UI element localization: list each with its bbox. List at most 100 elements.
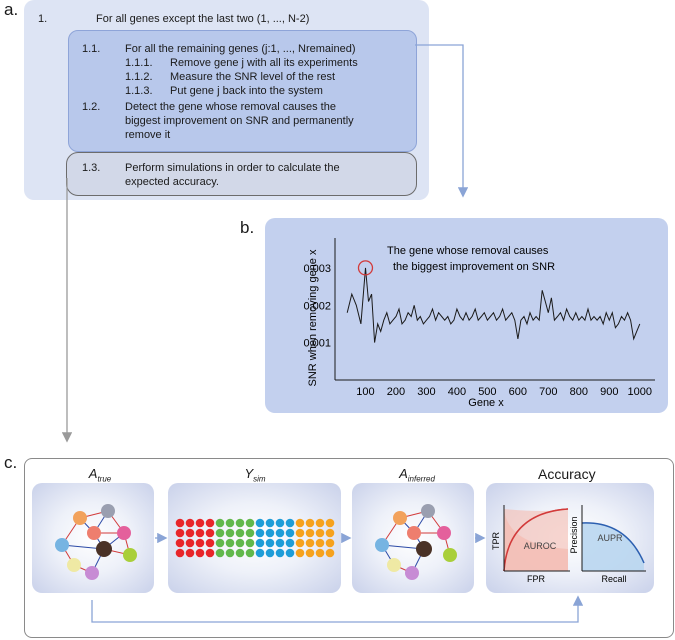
y-sim-dot [195, 548, 205, 558]
step-1-text: For all genes except the last two (1, ..… [96, 13, 310, 25]
y-sim-dot [175, 538, 185, 548]
y-sim-dot-grid [175, 518, 335, 558]
y-sim-dot [215, 538, 225, 548]
panel-a-inner-box-1-1 [68, 30, 417, 152]
y-axis-label: SNR when removing gene x [307, 249, 319, 386]
y-sim-dot [255, 548, 265, 558]
y-sim-dot [315, 518, 325, 528]
y-sim-dot [255, 538, 265, 548]
aupr-label: AUPR [597, 533, 623, 543]
y-sim-dot [185, 518, 195, 528]
a-true-title: Atrue [50, 466, 150, 484]
step-1-1-1-number: 1.1.1. [125, 57, 153, 69]
y-sim-dot [275, 528, 285, 538]
a-true-network-graph [55, 504, 137, 580]
y-sim-dot [245, 518, 255, 528]
y-sim-dot [235, 538, 245, 548]
x-tick-label: 300 [417, 386, 435, 398]
snr-series-line [346, 267, 641, 343]
a-inferred-network-graph [375, 504, 457, 580]
a-inferred-title: Ainferred [362, 466, 472, 484]
a-inferred-main: A [399, 466, 408, 481]
y-sim-dot [185, 538, 195, 548]
y-sim-dot [245, 538, 255, 548]
y-sim-title: Ysim [190, 466, 320, 484]
y-sim-dot [285, 528, 295, 538]
y-sim-dot [225, 518, 235, 528]
y-sim-dot [285, 518, 295, 528]
y-sim-dot [195, 518, 205, 528]
y-sim-dot [235, 518, 245, 528]
x-tick-label: 900 [600, 386, 618, 398]
y-sim-card [168, 483, 341, 593]
x-tick-label: 100 [356, 386, 374, 398]
y-sim-dot [175, 518, 185, 528]
y-sim-dot [185, 528, 195, 538]
a-inferred-card [352, 483, 474, 593]
x-tick-label: 400 [448, 386, 466, 398]
step-1-1-text: For all the remaining genes (j:1, ..., N… [125, 43, 356, 55]
a-inferred-sub: inferred [407, 474, 435, 484]
aupr-area [582, 522, 644, 571]
step-1-2-number: 1.2. [82, 101, 101, 113]
y-sim-dot [225, 538, 235, 548]
y-sim-dot [265, 538, 275, 548]
y-sim-dot [215, 518, 225, 528]
arrow-a-true-to-accuracy [91, 595, 584, 623]
y-sim-sub: sim [253, 474, 266, 484]
precision-label: Precision [569, 516, 579, 553]
x-tick-label: 500 [478, 386, 496, 398]
chart-annotation-line-2: the biggest improvement on SNR [393, 261, 555, 273]
step-1-3-line-1: Perform simulations in order to calculat… [125, 162, 340, 174]
x-tick-label: 700 [539, 386, 557, 398]
a-true-card [32, 483, 154, 593]
y-tick-label: 0.002 [303, 300, 331, 312]
y-sim-dot [275, 518, 285, 528]
y-sim-dot [255, 518, 265, 528]
y-sim-dot [195, 528, 205, 538]
y-sim-dot [295, 538, 305, 548]
y-sim-dot [285, 548, 295, 558]
y-sim-dot [295, 518, 305, 528]
y-sim-dot [225, 528, 235, 538]
y-sim-dot [235, 548, 245, 558]
y-sim-dot [215, 528, 225, 538]
y-sim-dot [205, 528, 215, 538]
tpr-label: TPR [491, 531, 501, 550]
y-sim-dot [315, 528, 325, 538]
arrow-to-panel-b [415, 44, 469, 198]
y-tick-label: 0.003 [303, 263, 331, 275]
accuracy-card: TPR FPR AUROC Precision Recall AUPR [486, 483, 654, 593]
panel-label-c: c. [4, 453, 18, 472]
y-sim-dot [225, 548, 235, 558]
accuracy-title: Accuracy [538, 466, 596, 482]
step-1-1-number: 1.1. [82, 43, 101, 55]
y-sim-dot [315, 548, 325, 558]
y-sim-dot [265, 518, 275, 528]
y-sim-dot [275, 538, 285, 548]
y-sim-dot [175, 528, 185, 538]
step-1-3-number: 1.3. [82, 162, 101, 174]
y-sim-dot [325, 518, 335, 528]
y-sim-main: Y [244, 466, 254, 481]
y-sim-dot [185, 548, 195, 558]
panel-label-a: a. [4, 0, 19, 19]
y-tick-label: 0.001 [303, 338, 331, 350]
y-sim-dot [325, 548, 335, 558]
step-1-1-3-text: Put gene j back into the system [170, 85, 323, 97]
y-sim-dot [205, 518, 215, 528]
y-sim-dot [315, 538, 325, 548]
step-1-1-2-number: 1.1.2. [125, 71, 153, 83]
chart-annotation-line-1: The gene whose removal causes [387, 245, 549, 257]
step-1-3-line-2: expected accuracy. [125, 176, 219, 188]
y-sim-dot [205, 538, 215, 548]
a-true-sub: true [97, 474, 112, 484]
y-sim-dot [255, 528, 265, 538]
y-sim-dot [175, 548, 185, 558]
x-tick-label: 800 [570, 386, 588, 398]
y-sim-dot [205, 548, 215, 558]
y-sim-dot [305, 548, 315, 558]
y-sim-dot [245, 548, 255, 558]
y-sim-dot [285, 538, 295, 548]
y-sim-dot [195, 538, 205, 548]
